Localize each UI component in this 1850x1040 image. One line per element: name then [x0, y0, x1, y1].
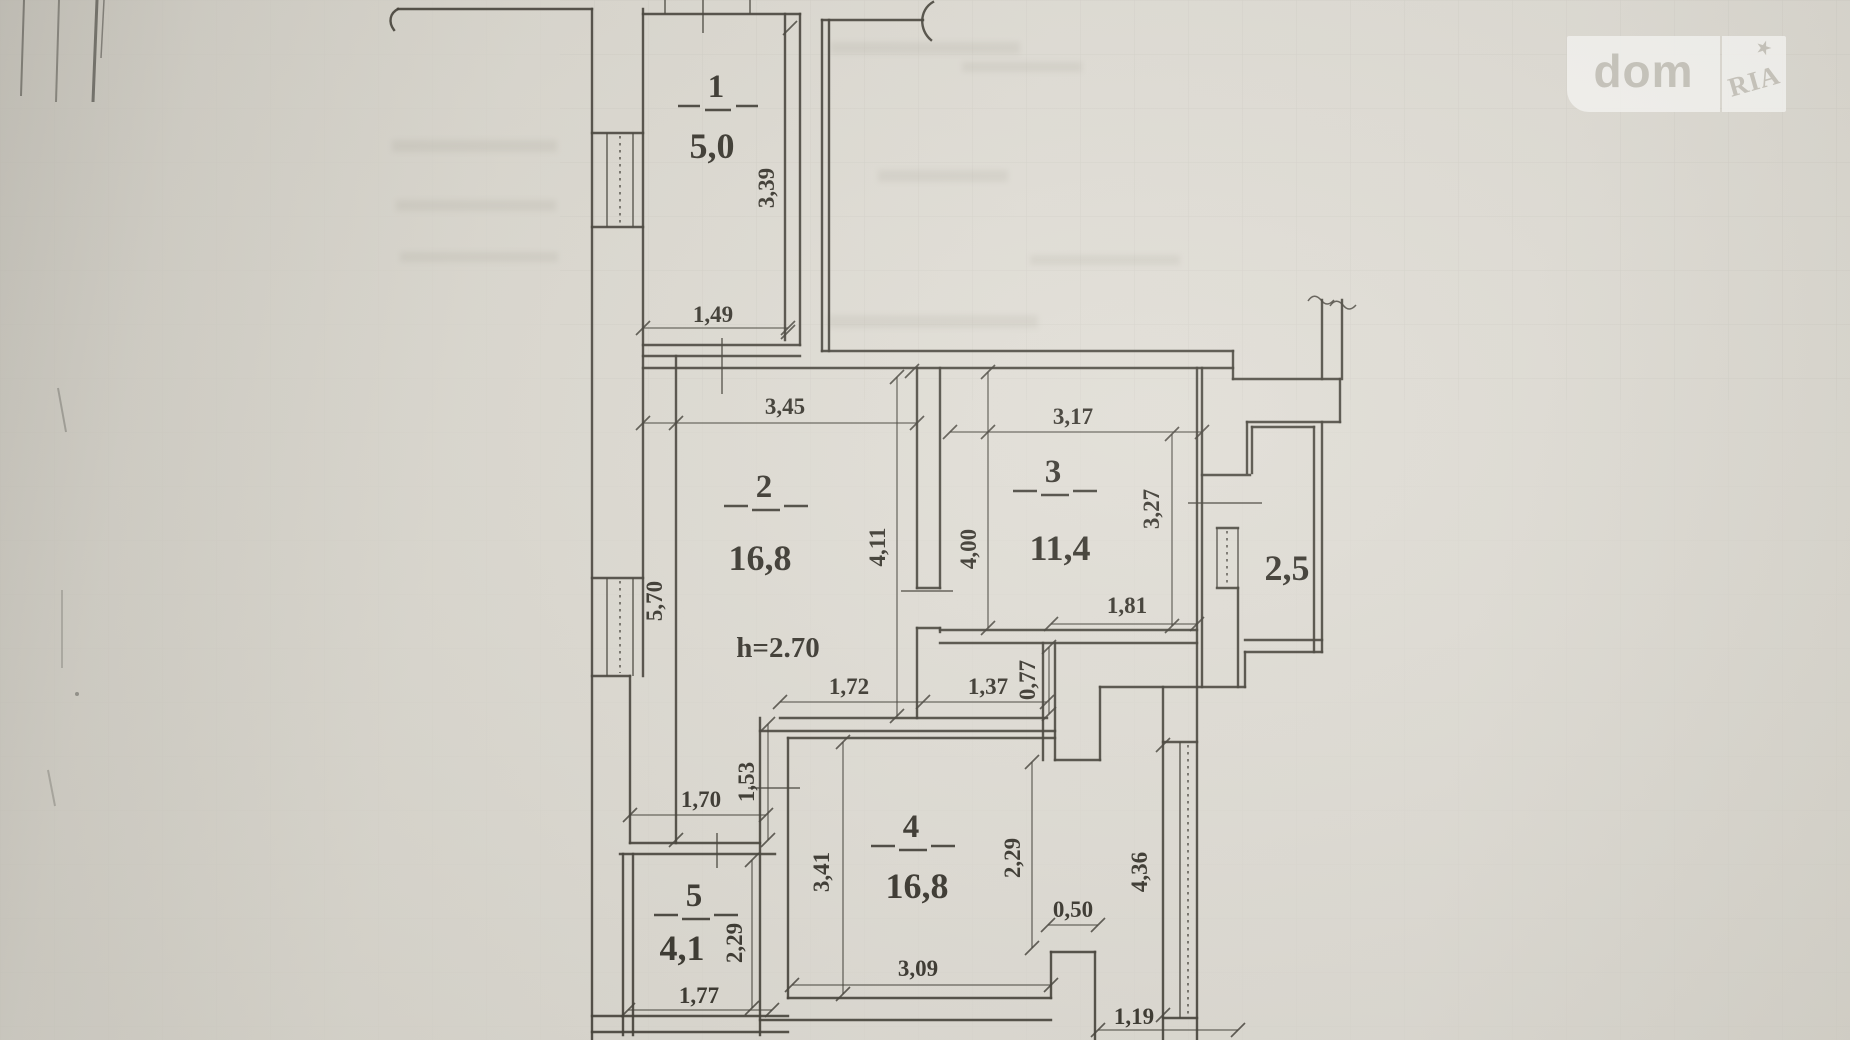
watermark-dom-text: dom	[1593, 45, 1694, 97]
watermark-ria: ★ RIA	[1722, 36, 1786, 112]
dim-label: 1,77	[679, 983, 719, 1008]
room-number: 1	[708, 69, 725, 105]
dim-label: 3,39	[754, 168, 779, 208]
dim-label: 1,49	[693, 302, 733, 327]
window-hatch-wc	[1215, 526, 1240, 590]
ink-bleed-smudges	[392, 42, 1180, 328]
dim-label: 4,11	[865, 528, 890, 567]
dim-label: 1,81	[1107, 593, 1147, 618]
room-area: 16,8	[729, 538, 792, 578]
dim-label: 3,27	[1139, 489, 1164, 529]
dim-label: 3,09	[898, 956, 938, 981]
dim-label: 4,00	[956, 529, 981, 569]
dim-label: 3,45	[765, 394, 805, 419]
dim-label: 3,41	[809, 852, 834, 892]
dim-label: 5,70	[642, 581, 667, 621]
window-hatch-left-upper	[590, 131, 645, 229]
room-area: 11,4	[1029, 528, 1090, 568]
room-number: 5	[686, 878, 703, 914]
dimension-ticks	[620, 20, 1246, 1038]
watermark-ria-text: RIA	[1724, 59, 1784, 103]
room-number: 4	[903, 809, 920, 845]
ceiling-height: h=2.70	[736, 632, 819, 664]
dim-label: 1,70	[681, 787, 721, 812]
room-area: 16,8	[886, 866, 949, 906]
dim-label: 1,72	[829, 674, 869, 699]
walls	[389, 0, 1357, 1040]
dim-label: 4,36	[1127, 852, 1152, 892]
dim-label: 0,77	[1015, 660, 1040, 700]
bathroom-area: 2,5	[1265, 548, 1310, 588]
window-hatch-left-lower	[590, 576, 645, 676]
dim-label: 0,50	[1053, 897, 1093, 922]
dimension-lines	[628, 327, 1238, 1031]
dim-label: 2,29	[1000, 838, 1025, 878]
dim-label: 2,29	[722, 923, 747, 963]
dim-label: 3,17	[1053, 404, 1093, 429]
room-area: 5,0	[690, 126, 735, 166]
room-number: 2	[756, 469, 773, 505]
star-icon: ★	[1752, 35, 1775, 62]
dim-label: 1,37	[968, 674, 1008, 699]
room-area: 4,1	[660, 928, 705, 968]
dom-ria-watermark: dom ★ RIA	[1567, 36, 1786, 112]
dim-label: 1,53	[734, 762, 759, 802]
room-number: 3	[1045, 454, 1062, 490]
scan-artifacts	[20, 0, 105, 807]
dim-label: 1,19	[1114, 1004, 1154, 1029]
watermark-dom: dom	[1567, 36, 1720, 112]
labels: 1,49 3,45 3,17 1,81 1,72 1,37 1,70 0,50 …	[642, 69, 1310, 1029]
